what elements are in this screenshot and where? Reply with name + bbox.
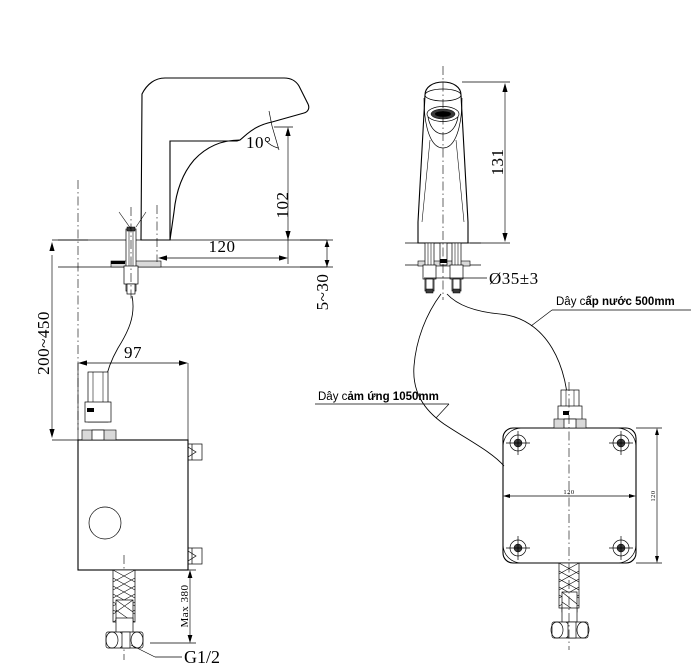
aerator-screen (435, 111, 451, 117)
deck-thickness-dim: 5~30 (313, 274, 332, 311)
dim-deck-arrow-bottom (324, 260, 330, 267)
dim-max380-arrow-bottom (187, 635, 193, 643)
angle-ref-line (271, 125, 280, 151)
g12-leader (130, 644, 156, 658)
faucet-side-view: 10° 102 120 5~30 200~450 (34, 77, 333, 441)
dim-box-width-arrow-right (629, 494, 636, 498)
box-side-outline (77, 439, 189, 571)
sensor-cable-label-group: Dây cảm ứng 1050mm (315, 391, 450, 419)
dim-102-arrow-top (285, 127, 291, 136)
gland-base-inner (91, 429, 105, 441)
dim-box-height-arrow-top (655, 428, 659, 435)
faucet-inner-curve (169, 139, 241, 241)
body-bowl-curve (423, 97, 463, 149)
body-taper-left (421, 139, 431, 223)
controlbox-front-view: 120 120 (502, 382, 662, 650)
front-shank-right (449, 242, 464, 294)
supply-hose-label-leader (530, 309, 553, 327)
controlbox-side-view: 97 Max 380 G1/2 (77, 343, 220, 667)
sensor-cable-curve (413, 293, 505, 467)
dim-97-arrow-right (179, 360, 188, 366)
box-width-dim: 120 (563, 489, 574, 496)
front-body-outline (417, 81, 469, 244)
hose-and-cable-routing: Dây cấp nước 500mm Dây cảm ứng 1050mm (103, 293, 691, 467)
dim-131-arrow-top (502, 83, 508, 92)
spout-height-dim: 102 (273, 192, 292, 219)
box-side-braided-hose (112, 569, 136, 635)
box-screw-bottom-left (506, 536, 530, 560)
sensor-cable-label: Dây cảm ứng 1050mm (318, 391, 439, 403)
dim-max380-arrow-top (187, 570, 193, 578)
dim-deck-arrow-top (324, 240, 330, 247)
dim-range-arrow-bottom (49, 429, 55, 438)
box-screw-top-left (506, 431, 530, 455)
thread-size-callout: G1/2 (184, 647, 220, 667)
supply-hose-label: Dây cấp nước 500mm (556, 296, 675, 308)
box-front-valve (550, 621, 590, 639)
dim-box-height-arrow-bottom (655, 556, 659, 563)
gland-hex-mark (87, 408, 94, 412)
box-front-inner-corner-tr (616, 427, 637, 448)
body-height-dim: 131 (488, 149, 507, 176)
mounting-hole-dim: Ø35±3 (489, 269, 539, 288)
box-height-dim: 120 (650, 490, 657, 501)
front-center-stud (439, 242, 448, 266)
box-screw-top-right (609, 431, 633, 455)
gland-hex (84, 401, 112, 423)
install-range-dim: 200~450 (34, 311, 53, 375)
box-indicator-circle (88, 506, 122, 540)
box-front-inner-corner-bl (502, 543, 523, 564)
hose-max-length-dim: Max 380 (179, 585, 191, 628)
front-shank-left (422, 242, 437, 294)
box-side-valve (105, 631, 144, 649)
angle-vertical-line (268, 110, 273, 127)
box-front-inner-corner-tl (502, 427, 523, 448)
faucet-front-view: 131 Ø35±3 (405, 66, 539, 300)
dim-131-arrow-bottom (502, 233, 508, 242)
dim-120-arrow-right (279, 255, 288, 261)
dim-102-arrow-bottom (285, 231, 291, 240)
angle-arc (265, 140, 279, 149)
spout-reach-dim: 120 (209, 237, 236, 256)
front-center-stud-cap (440, 259, 447, 263)
box-bracket-top (187, 443, 203, 461)
faucet-body-outline (140, 77, 310, 241)
box-front-inner-corner-br (616, 543, 637, 564)
box-bracket-bottom (187, 547, 203, 565)
spout-angle-dim: 10° (246, 133, 271, 152)
shank-leader-a (118, 211, 132, 230)
dim-120-arrow-left (158, 255, 167, 261)
box-front-cable-gland (553, 389, 587, 429)
sensor-cable-label-leader (435, 403, 450, 419)
shank-leader-b (135, 211, 147, 228)
dim-box-width-arrow-left (503, 494, 510, 498)
spout-tip-notch (239, 133, 248, 141)
supply-hose-curve (446, 293, 569, 411)
supply-hose-label-group: Dây cấp nước 500mm (530, 296, 691, 327)
dim-range-arrow-top (49, 242, 55, 251)
gasket-shadow (111, 261, 125, 264)
box-depth-dim: 97 (124, 343, 142, 362)
body-taper-right (455, 139, 465, 223)
box-screw-bottom-right (609, 536, 633, 560)
dim-97-arrow-left (78, 360, 87, 366)
